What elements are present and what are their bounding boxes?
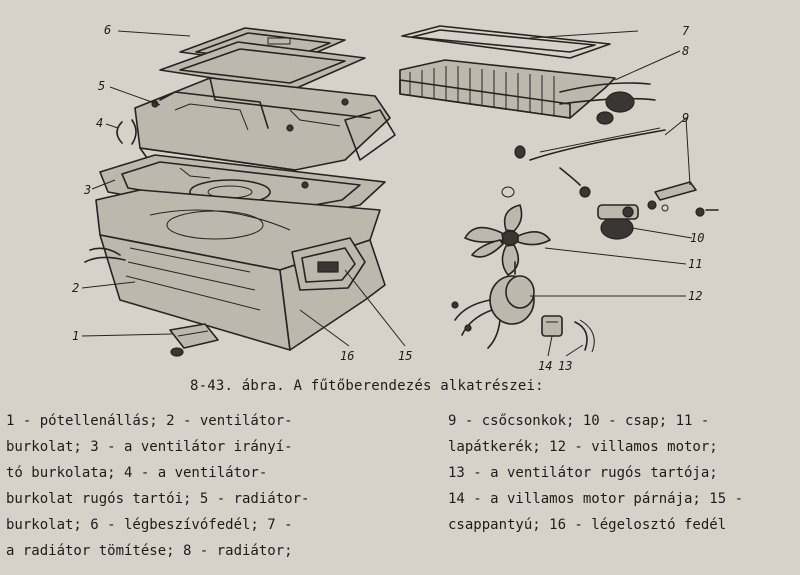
- part-13-spring-holder: [574, 319, 595, 353]
- exploded-diagram: 6 5 4 3 2 1 16 15 7 8 9 10 11 12 14 13: [72, 23, 719, 370]
- legend-line: 9 - csőcsonkok; 10 - csap; 11 -: [448, 413, 710, 429]
- label-part-11: 11: [688, 257, 702, 271]
- label-part-15: 15: [398, 349, 412, 363]
- label-part-6: 6: [104, 23, 111, 37]
- part-15-flap: [291, 237, 366, 291]
- label-part-8: 8: [682, 44, 689, 58]
- part-4-spring-clips: [116, 119, 137, 145]
- part-8-radiator: [399, 59, 656, 125]
- legend-line: 13 - a ventilátor rugós tartója;: [448, 465, 718, 481]
- part-1-resistor: [169, 323, 219, 357]
- label-part-16: 16: [340, 349, 354, 363]
- label-part-10: 10: [690, 231, 704, 245]
- legend-line: 1 - pótellenállás; 2 - ventilátor-: [6, 413, 293, 429]
- label-part-7: 7: [682, 24, 690, 38]
- part-10-valve: [597, 204, 639, 240]
- label-part-13: 13: [558, 359, 572, 370]
- legend-left-column: 1 - pótellenállás; 2 - ventilátor- burko…: [6, 408, 309, 564]
- leader-lines: [81, 30, 693, 357]
- label-part-4: 4: [96, 116, 103, 130]
- legend-line: csappantyú; 16 - légelosztó fedél: [448, 517, 727, 533]
- label-part-5: 5: [98, 79, 105, 93]
- figure-caption: 8-43. ábra. A fűtőberendezés alkatrészei…: [190, 378, 544, 394]
- legend-line: burkolat; 6 - légbeszívófedél; 7 -: [6, 517, 293, 533]
- label-part-9: 9: [682, 111, 689, 125]
- part-5-radiator-housing: [134, 77, 396, 186]
- legend-line: tó burkolata; 4 - a ventilátor-: [6, 465, 268, 481]
- part-6-intake-cover: [159, 27, 366, 91]
- legend-line: burkolat; 3 - a ventilátor irányí-: [6, 439, 293, 455]
- part-12-motor: [451, 261, 535, 349]
- label-part-12: 12: [688, 289, 702, 303]
- part-7-radiator-gasket: [401, 25, 611, 59]
- label-part-3: 3: [83, 183, 91, 197]
- part-9-pipe-stubs: [501, 127, 719, 217]
- part-14-motor-cushion: [541, 315, 563, 337]
- part-labels: 6 5 4 3 2 1 16 15 7 8 9 10 11 12 14 13: [72, 23, 704, 370]
- label-part-14: 14: [538, 359, 552, 370]
- legend-line: burkolat rugós tartói; 5 - radiátor-: [6, 491, 310, 507]
- part-11-impeller: [464, 204, 551, 276]
- legend-line: a radiátor tömítése; 8 - radiátor;: [6, 543, 293, 559]
- label-part-2: 2: [72, 281, 79, 295]
- legend-line: lapátkerék; 12 - villamos motor;: [448, 439, 718, 455]
- label-part-1: 1: [72, 329, 79, 343]
- legend-line: 14 - a villamos motor párnája; 15 -: [448, 491, 744, 507]
- legend-right-column: 9 - csőcsonkok; 10 - csap; 11 - lapátker…: [448, 408, 743, 538]
